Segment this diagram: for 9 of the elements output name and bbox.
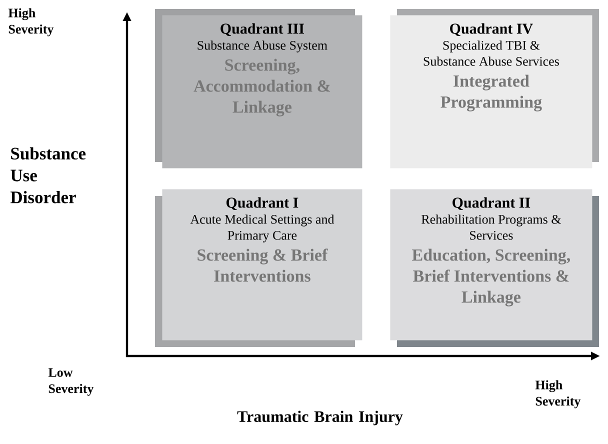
severity-label: High Severity — [8, 8, 54, 36]
quadrant-box: Quadrant II Rehabilitation Programs & Services Education, Screening, Brief Interventions & Linkage — [390, 189, 599, 347]
quadrant-box: Quadrant III Substance Abuse System Screening, Accommodation & Linkage — [155, 9, 362, 168]
quadrant-box: Quadrant I Acute Medical Settings and Primary Care Screening & Brief Interventions — [155, 189, 362, 347]
quadrant-box: Quadrant IV Specialized TBI & Substance Abuse Services Integrated Programming — [390, 9, 599, 168]
severity-label: Low Severity — [48, 368, 94, 396]
axis-title: Traumatic Brain Injury — [237, 410, 403, 426]
severity-label: High Severity — [535, 380, 581, 408]
axis-title: Substance Use Disorder — [10, 147, 86, 204]
